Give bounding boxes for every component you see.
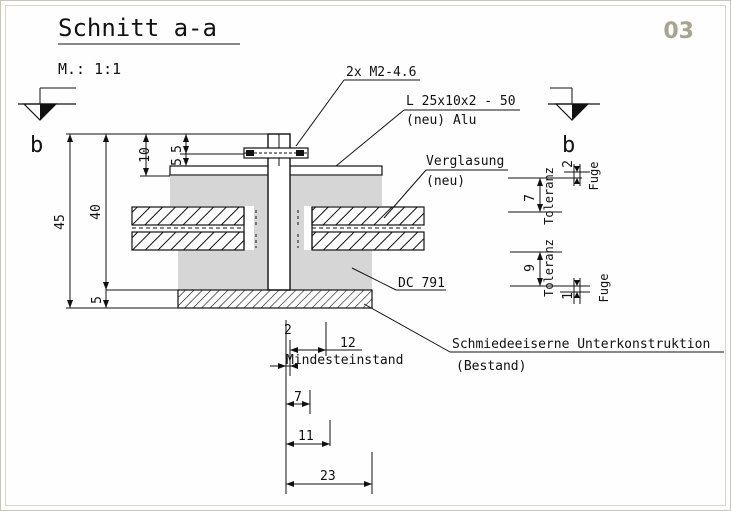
label-angle-note: (neu) Alu <box>406 113 476 128</box>
dimension-bottom <box>270 320 373 494</box>
section-marker-right: b <box>548 87 600 158</box>
tol-top-7: 7 <box>523 194 538 202</box>
sealant-block-left-top <box>170 176 268 206</box>
sealant-block-left-bottom <box>178 250 268 290</box>
tol-bot-9: 9 <box>523 264 538 272</box>
label-substructure: Schmiedeeiserne Unterkonstruktion <box>452 337 710 352</box>
scale-label: M.: 1:1 <box>58 60 121 78</box>
substructure-plate <box>177 289 373 309</box>
bolt <box>243 147 309 159</box>
dim-7: 7 <box>294 390 302 405</box>
tol-top-toleranz: Toleranz <box>542 167 556 225</box>
label-min-distance: Mindesteinstand <box>286 353 403 368</box>
sealant-block-right-bottom <box>290 250 372 290</box>
section-marker-left: b <box>18 87 76 158</box>
dim-11: 11 <box>298 429 314 444</box>
label-substructure-note: (Bestand) <box>456 359 526 374</box>
label-angle: L 25x10x2 - 50 <box>406 94 516 109</box>
section-letter-left: b <box>30 133 43 158</box>
tol-bot-toleranz: Toleranz <box>542 239 556 297</box>
sealant-block-right-top <box>290 176 382 206</box>
sealant-block-left-mid <box>254 206 268 250</box>
glazing-right <box>297 206 425 251</box>
dim-40: 40 <box>89 204 104 220</box>
section-letter-right: b <box>562 133 575 158</box>
tol-bot-1: 1 <box>561 292 576 300</box>
dim-5-bottom: 5 <box>90 296 105 304</box>
sealant-block-right-mid <box>290 206 304 250</box>
dim-2: 2 <box>284 323 292 338</box>
drawing-title: Schnitt a-a <box>58 14 217 42</box>
dim-5-top-a: 5 <box>170 145 185 153</box>
dim-12: 12 <box>340 336 356 351</box>
dim-5-top-b: 5 <box>170 158 185 166</box>
dim-10: 10 <box>138 147 153 163</box>
tol-top-2: 2 <box>561 160 576 168</box>
label-glazing-note: (neu) <box>426 174 465 189</box>
tol-bot-fuge: Fuge <box>597 274 611 303</box>
page-number: 03 <box>663 19 694 44</box>
label-bolt: 2x M2-4.6 <box>346 65 416 80</box>
glazing-left <box>131 206 257 251</box>
label-sealant: DC 791 <box>398 276 445 291</box>
tol-top-fuge: Fuge <box>587 162 601 191</box>
label-glazing: Verglasung <box>426 154 504 169</box>
dim-23: 23 <box>320 469 336 484</box>
dim-45: 45 <box>53 214 68 230</box>
leader-lines <box>295 79 724 353</box>
tolerance-detail-bottom <box>510 251 590 304</box>
